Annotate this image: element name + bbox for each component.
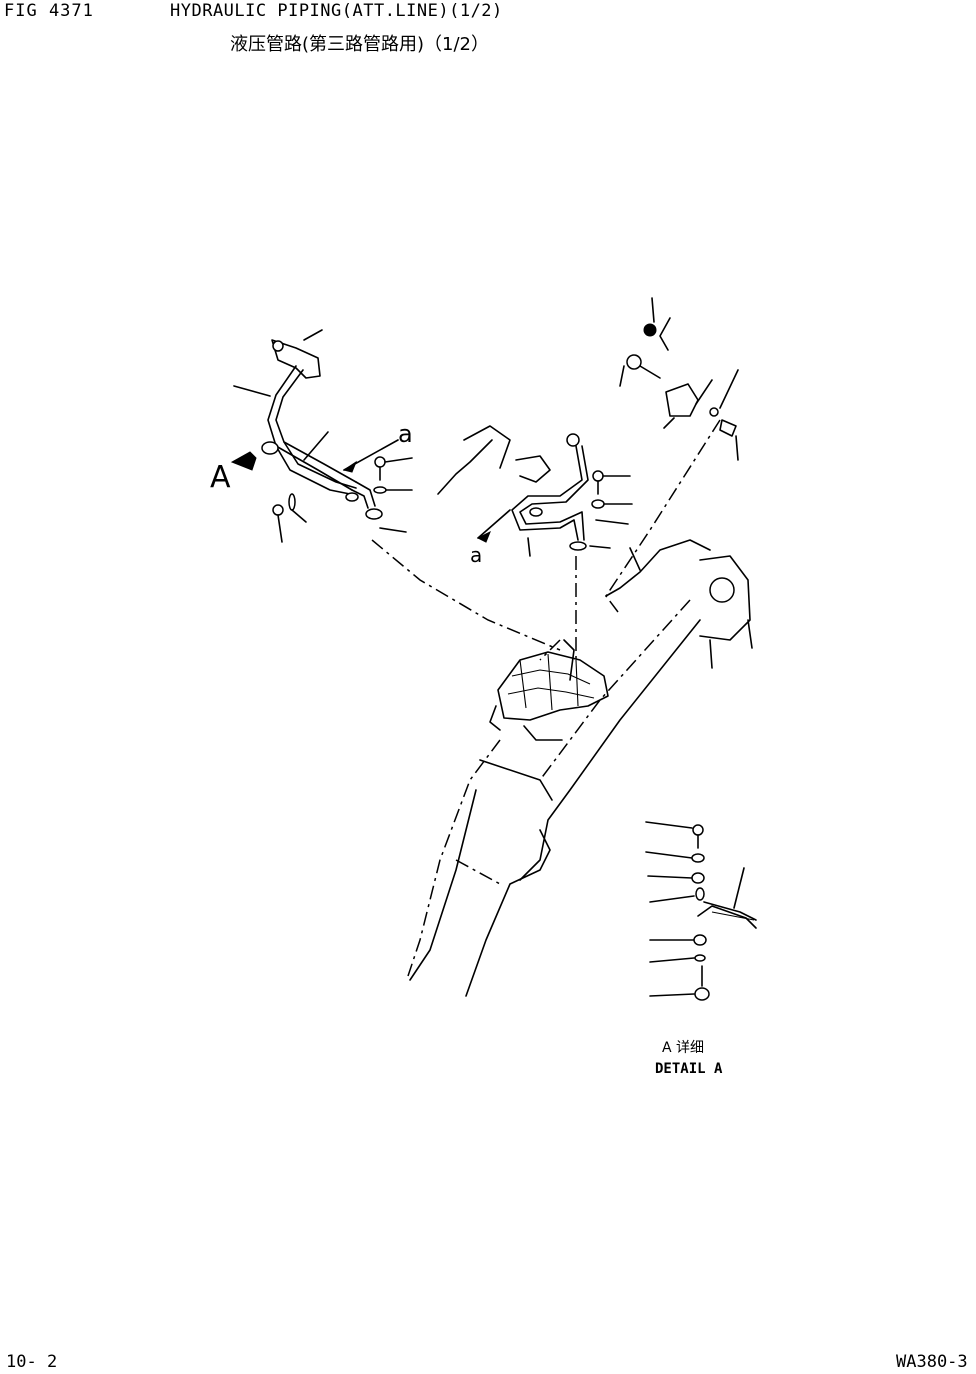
page-number: 10- 2 [6,1352,58,1372]
detail-a-exploded-view [645,821,757,1001]
figure-number: FIG 4371 [4,1,94,21]
detail-a-caption-english: DETAIL A [655,1061,723,1077]
valve-block [489,639,609,741]
figure-title-japanese: 液压管路(第三路管路用)（1/2） [230,34,490,55]
model-code: WA380-3 [896,1352,968,1372]
view-a-label: A [210,460,231,495]
middle-pipe-assembly [437,425,633,557]
connection-a-label: a [398,420,413,448]
top-right-bracket [619,297,739,461]
figure-title-english: HYDRAULIC PIPING(ATT.LINE)(1/2) [170,1,503,21]
boom-structure [407,419,753,997]
connection-a-label-2: a [470,543,483,567]
left-pipe-assembly [230,329,413,543]
leader-lines [371,539,577,661]
detail-a-caption-japanese: A 详细 [662,1040,705,1056]
